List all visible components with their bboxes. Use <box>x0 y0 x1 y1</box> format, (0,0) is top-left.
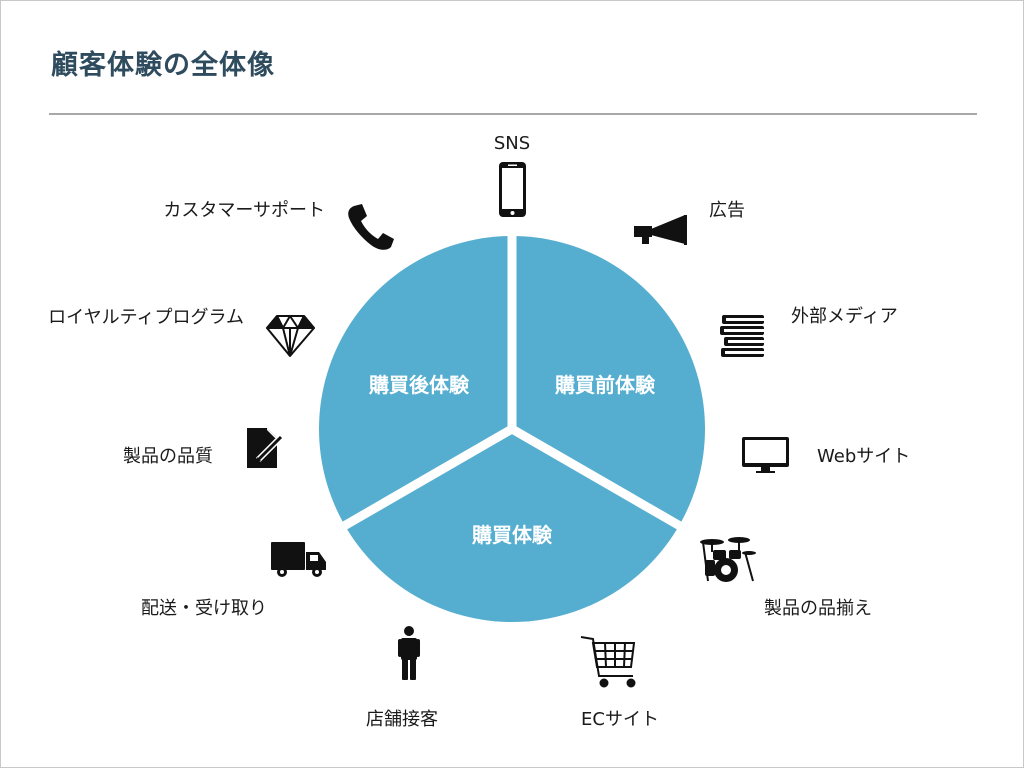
title-divider <box>49 113 977 115</box>
touchpoint-label-external-media: 外部メディア <box>791 306 898 327</box>
telephone-icon <box>348 204 394 250</box>
touchpoint-label-loyalty-program: ロイヤルティプログラム <box>48 307 244 328</box>
monitor-icon <box>742 437 789 473</box>
touchpoint-label-product-quality: 製品の品質 <box>123 446 213 467</box>
shopping-cart-icon <box>580 636 636 688</box>
smartphone-icon <box>499 162 526 217</box>
touchpoint-label-product-lineup: 製品の品揃え <box>764 598 872 619</box>
segment-divider <box>337 425 515 533</box>
touchpoint-label-website: Webサイト <box>817 446 910 467</box>
touchpoint-label-ec-site: ECサイト <box>581 709 659 730</box>
page-title: 顧客体験の全体像 <box>51 50 275 81</box>
diamond-icon <box>266 315 315 357</box>
segment-label-post-purchase: 購買後体験 <box>369 373 470 397</box>
megaphone-icon <box>634 215 687 245</box>
touchpoint-label-sns: SNS <box>494 133 530 154</box>
touchpoint-label-ads: 広告 <box>709 200 745 221</box>
person-icon <box>398 626 420 680</box>
segment-label-purchase: 購買体験 <box>472 523 553 547</box>
touchpoint-label-customer-support: カスタマーサポート <box>163 200 325 221</box>
touchpoint-label-delivery: 配送・受け取り <box>141 598 267 619</box>
segment-label-pre-purchase: 購買前体験 <box>555 373 656 397</box>
drum-kit-icon <box>700 537 756 582</box>
books-icon <box>720 315 764 357</box>
segment-purchase <box>344 429 680 622</box>
document-pen-icon <box>247 428 284 468</box>
touchpoint-label-store-service: 店舗接客 <box>366 709 438 730</box>
segment-divider <box>509 425 687 533</box>
delivery-truck-icon <box>271 542 326 577</box>
